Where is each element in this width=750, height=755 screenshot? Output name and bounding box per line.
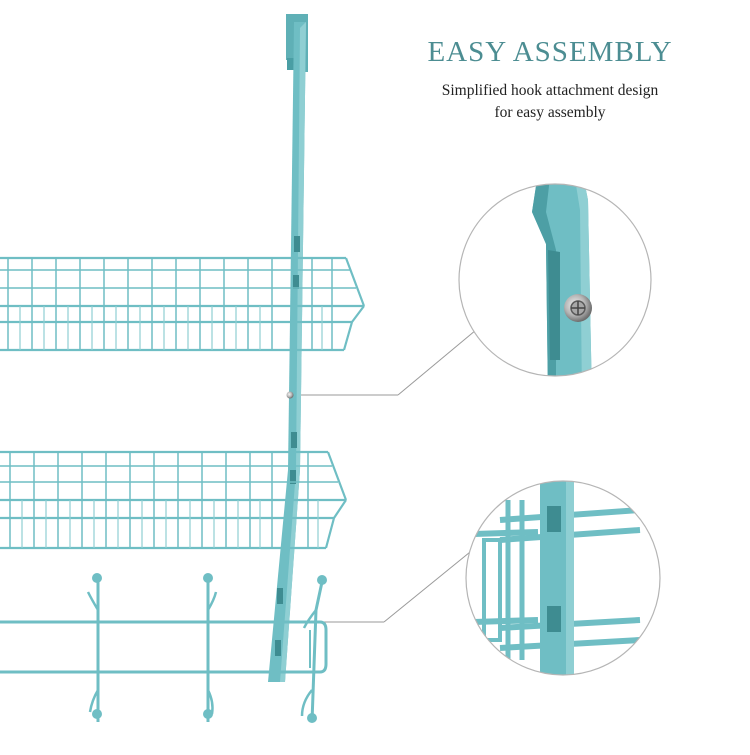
detail-zoom-screw xyxy=(458,183,652,377)
hook-tip-icon xyxy=(307,713,317,723)
hook-tip-icon xyxy=(92,709,102,719)
subtitle-text: Simplified hook attachment design for ea… xyxy=(400,80,700,124)
hook-rack xyxy=(0,580,328,723)
hook-tips xyxy=(92,573,327,723)
callout-line-top-diagonal xyxy=(397,329,477,396)
callout-lines xyxy=(295,329,477,623)
callout-line-bottom-diagonal xyxy=(383,547,476,623)
lower-basket xyxy=(0,450,348,550)
door-hanger-bar xyxy=(268,14,308,682)
upper-basket xyxy=(0,256,366,352)
subtitle-line-1: Simplified hook attachment design xyxy=(441,82,659,99)
detail-zoom-slot xyxy=(465,480,661,676)
screw-icon xyxy=(286,391,294,399)
subtitle-line-2: for easy assembly xyxy=(494,104,606,121)
hook-tip-icon xyxy=(317,575,327,585)
hook-tip-icon xyxy=(203,709,213,719)
hook-tip-icon xyxy=(92,573,102,583)
hook-tip-icon xyxy=(203,573,213,583)
heading-title: EASY ASSEMBLY xyxy=(427,36,673,68)
